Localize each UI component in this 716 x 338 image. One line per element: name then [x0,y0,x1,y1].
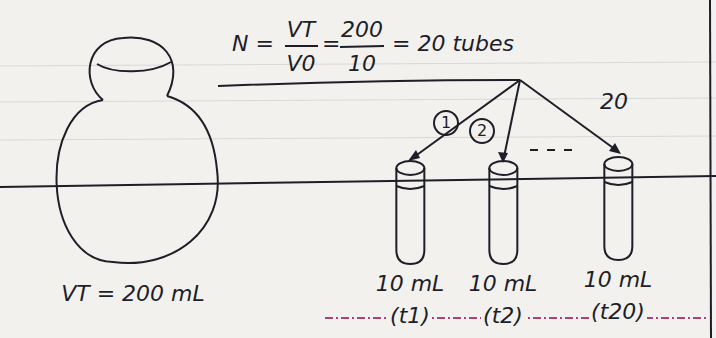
tube-rim [604,157,632,171]
box-border [0,176,716,187]
formula-text: N = [232,32,274,56]
fraction-bar [285,45,318,47]
tube-body [396,168,424,264]
paper-rule [0,136,716,140]
formula-result: = 20 tubes [392,32,514,56]
tube-rim [489,161,517,175]
arrow-head [408,150,420,161]
box-border [710,0,711,338]
branch-number: 1 [433,110,459,136]
tube-node: 10 mL (t2) [462,158,545,336]
tube-mark [604,182,632,185]
tube-rim [396,161,424,175]
ellipsis-dashes [530,149,572,151]
tube-body [489,168,517,264]
flask-node: VT = 200 mL [38,30,228,335]
tube-mark [489,186,517,189]
split-arrow [414,80,520,157]
flask-rim [97,62,171,71]
volume-label: 10 mL [582,268,655,292]
formula-numerator: VT [287,18,316,42]
underline [218,80,520,86]
formula-text: = [322,32,340,56]
branch-number: 20 [600,90,628,114]
tube-name: (t1) [388,304,432,328]
volume-label: VT = 200 mL [59,282,207,306]
formula-denominator: V0 [286,52,315,76]
tube-node: 10 mL (t1) [369,158,452,336]
tube-name: (t20) [589,300,647,324]
arrow-head [609,143,621,154]
flask-body [57,96,218,263]
formula-numerator: 200 [341,18,383,42]
tube-node: 10 mL (t20) [577,154,660,336]
tube-body [604,164,632,260]
branch-number: 2 [469,118,495,144]
formula-denominator: 10 [348,52,376,76]
tube-mark [396,186,424,189]
split-arrow [504,80,520,157]
fraction-bar [340,46,384,47]
tube-name: (t2) [481,304,525,328]
volume-label: 10 mL [467,272,540,296]
flask-neck [90,38,174,100]
volume-label: 10 mL [374,272,447,296]
